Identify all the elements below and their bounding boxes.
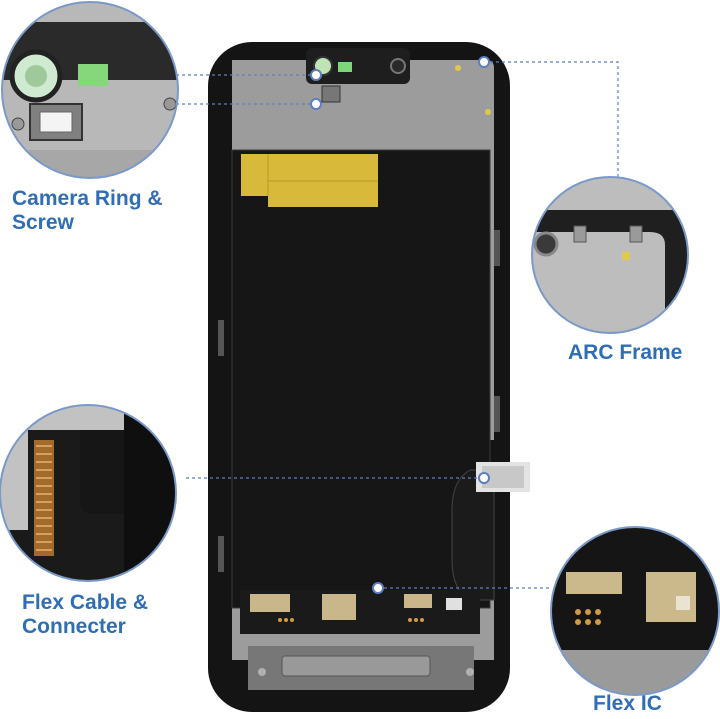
arc-frame-zoom: [531, 176, 689, 334]
callout-dots: [310, 56, 490, 594]
flex-cable-zoom: [0, 404, 177, 582]
label-camera-line2: Screw: [12, 211, 74, 234]
flex-ic-zoom: [550, 526, 720, 696]
screen-assembly: [208, 42, 530, 712]
label-camera-ring-screw: Camera Ring & Screw: [12, 187, 212, 235]
label-arc-frame: ARC Frame: [568, 341, 683, 364]
label-camera-line1: Camera Ring &: [12, 187, 163, 210]
callout-leader-lines: [176, 61, 619, 589]
label-flex-cable-connecter: Flex Cable & Connecter: [22, 591, 222, 639]
label-flex-cable-line2: Connecter: [22, 615, 126, 638]
camera-ring-zoom: [1, 1, 179, 179]
label-flex-cable-line1: Flex Cable &: [22, 591, 149, 614]
label-flex-ic: Flex IC: [593, 692, 662, 715]
